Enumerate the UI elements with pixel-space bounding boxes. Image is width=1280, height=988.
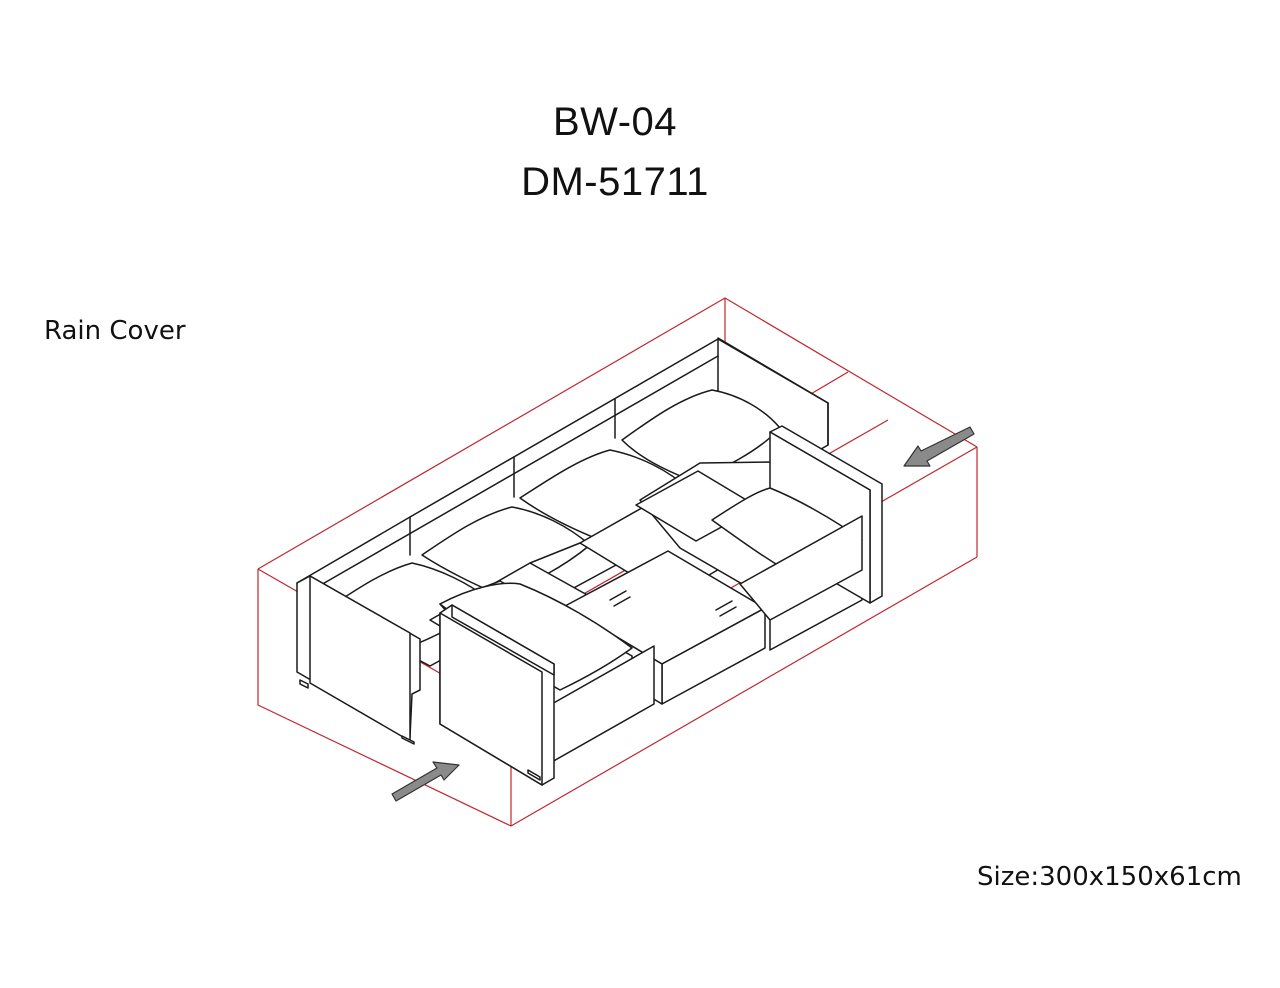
arrow-upper-right-icon (903, 426, 975, 467)
model-code: BW-04 (552, 100, 678, 144)
item-code: DM-51711 (521, 160, 709, 204)
left-arm-module (296, 575, 421, 745)
front-chaise-module (439, 580, 655, 786)
product-label: Rain Cover (44, 316, 186, 346)
size-label: Size:300x150x61cm (977, 862, 1242, 892)
right-chaise-module (635, 425, 883, 651)
arrow-lower-left-icon (391, 761, 460, 802)
